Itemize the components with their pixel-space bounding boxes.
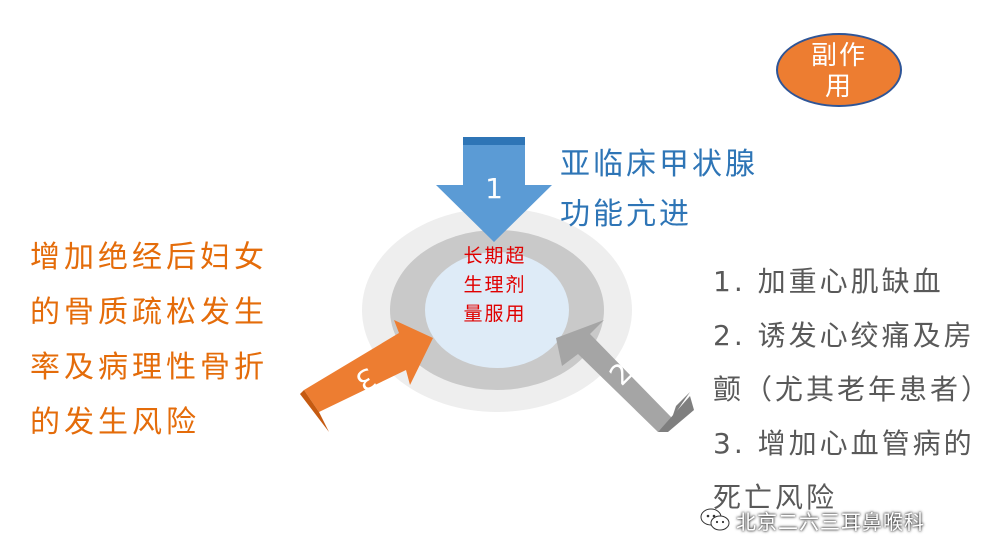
badge-label: 副作 用 — [810, 41, 867, 102]
arrow-1-number: 1 — [485, 172, 503, 205]
center-label: 长期超生理剂量服用 — [463, 245, 527, 325]
inner-circle — [425, 252, 569, 368]
wechat-icon — [700, 508, 730, 531]
arrow-3: 3 — [300, 320, 433, 432]
side-effects-badge: 副作 用 — [776, 33, 902, 107]
effect-1-text: 亚临床甲状腺功能亢进 — [560, 147, 758, 232]
arrow-1: 1 — [436, 137, 552, 242]
watermark-text: 北京二六三耳鼻喉科 — [736, 509, 925, 534]
effect-3-text: 增加绝经后妇女的骨质疏松发生率及病理性骨折的发生风险 — [30, 240, 268, 440]
effect-2-text: 1. 加重心肌缺血 2. 诱发心绞痛及房颤（尤其老年患者） 3. 增加心血管病的… — [713, 265, 993, 514]
arrow-2: 2 — [556, 320, 694, 432]
watermark: 北京二六三耳鼻喉科 — [700, 500, 925, 540]
